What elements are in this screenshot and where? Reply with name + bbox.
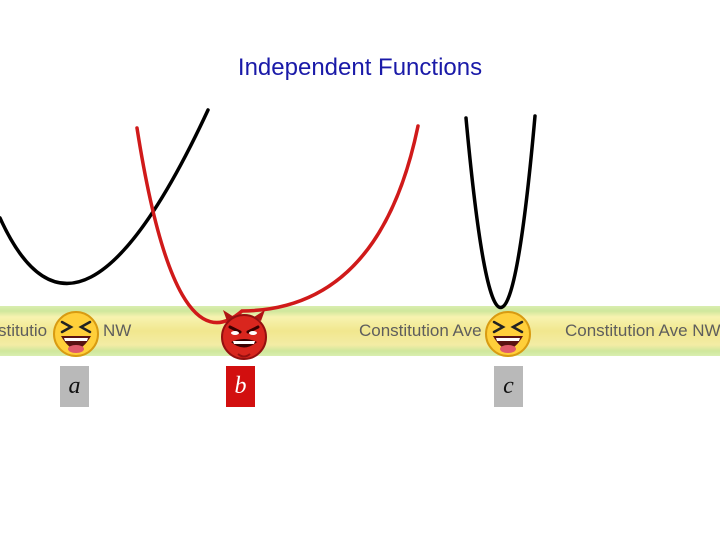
page-title: Independent Functions (237, 54, 483, 81)
road-label: Constitution Ave NW (565, 321, 720, 340)
curve-c (464, 114, 537, 310)
devil-face-icon (221, 310, 267, 360)
variable-label-a: a (60, 366, 89, 407)
curve-b (135, 124, 420, 325)
road-strip (0, 306, 720, 356)
laughing-face-icon (53, 311, 99, 357)
road-label: NW (103, 321, 132, 340)
curve-a (0, 108, 210, 286)
variable-label-b: b (226, 366, 255, 407)
variable-label-c: c (494, 366, 523, 407)
road-label: stitutio (0, 321, 48, 340)
road-label: Constitution Ave (359, 321, 482, 340)
laughing-face-icon (485, 311, 531, 357)
